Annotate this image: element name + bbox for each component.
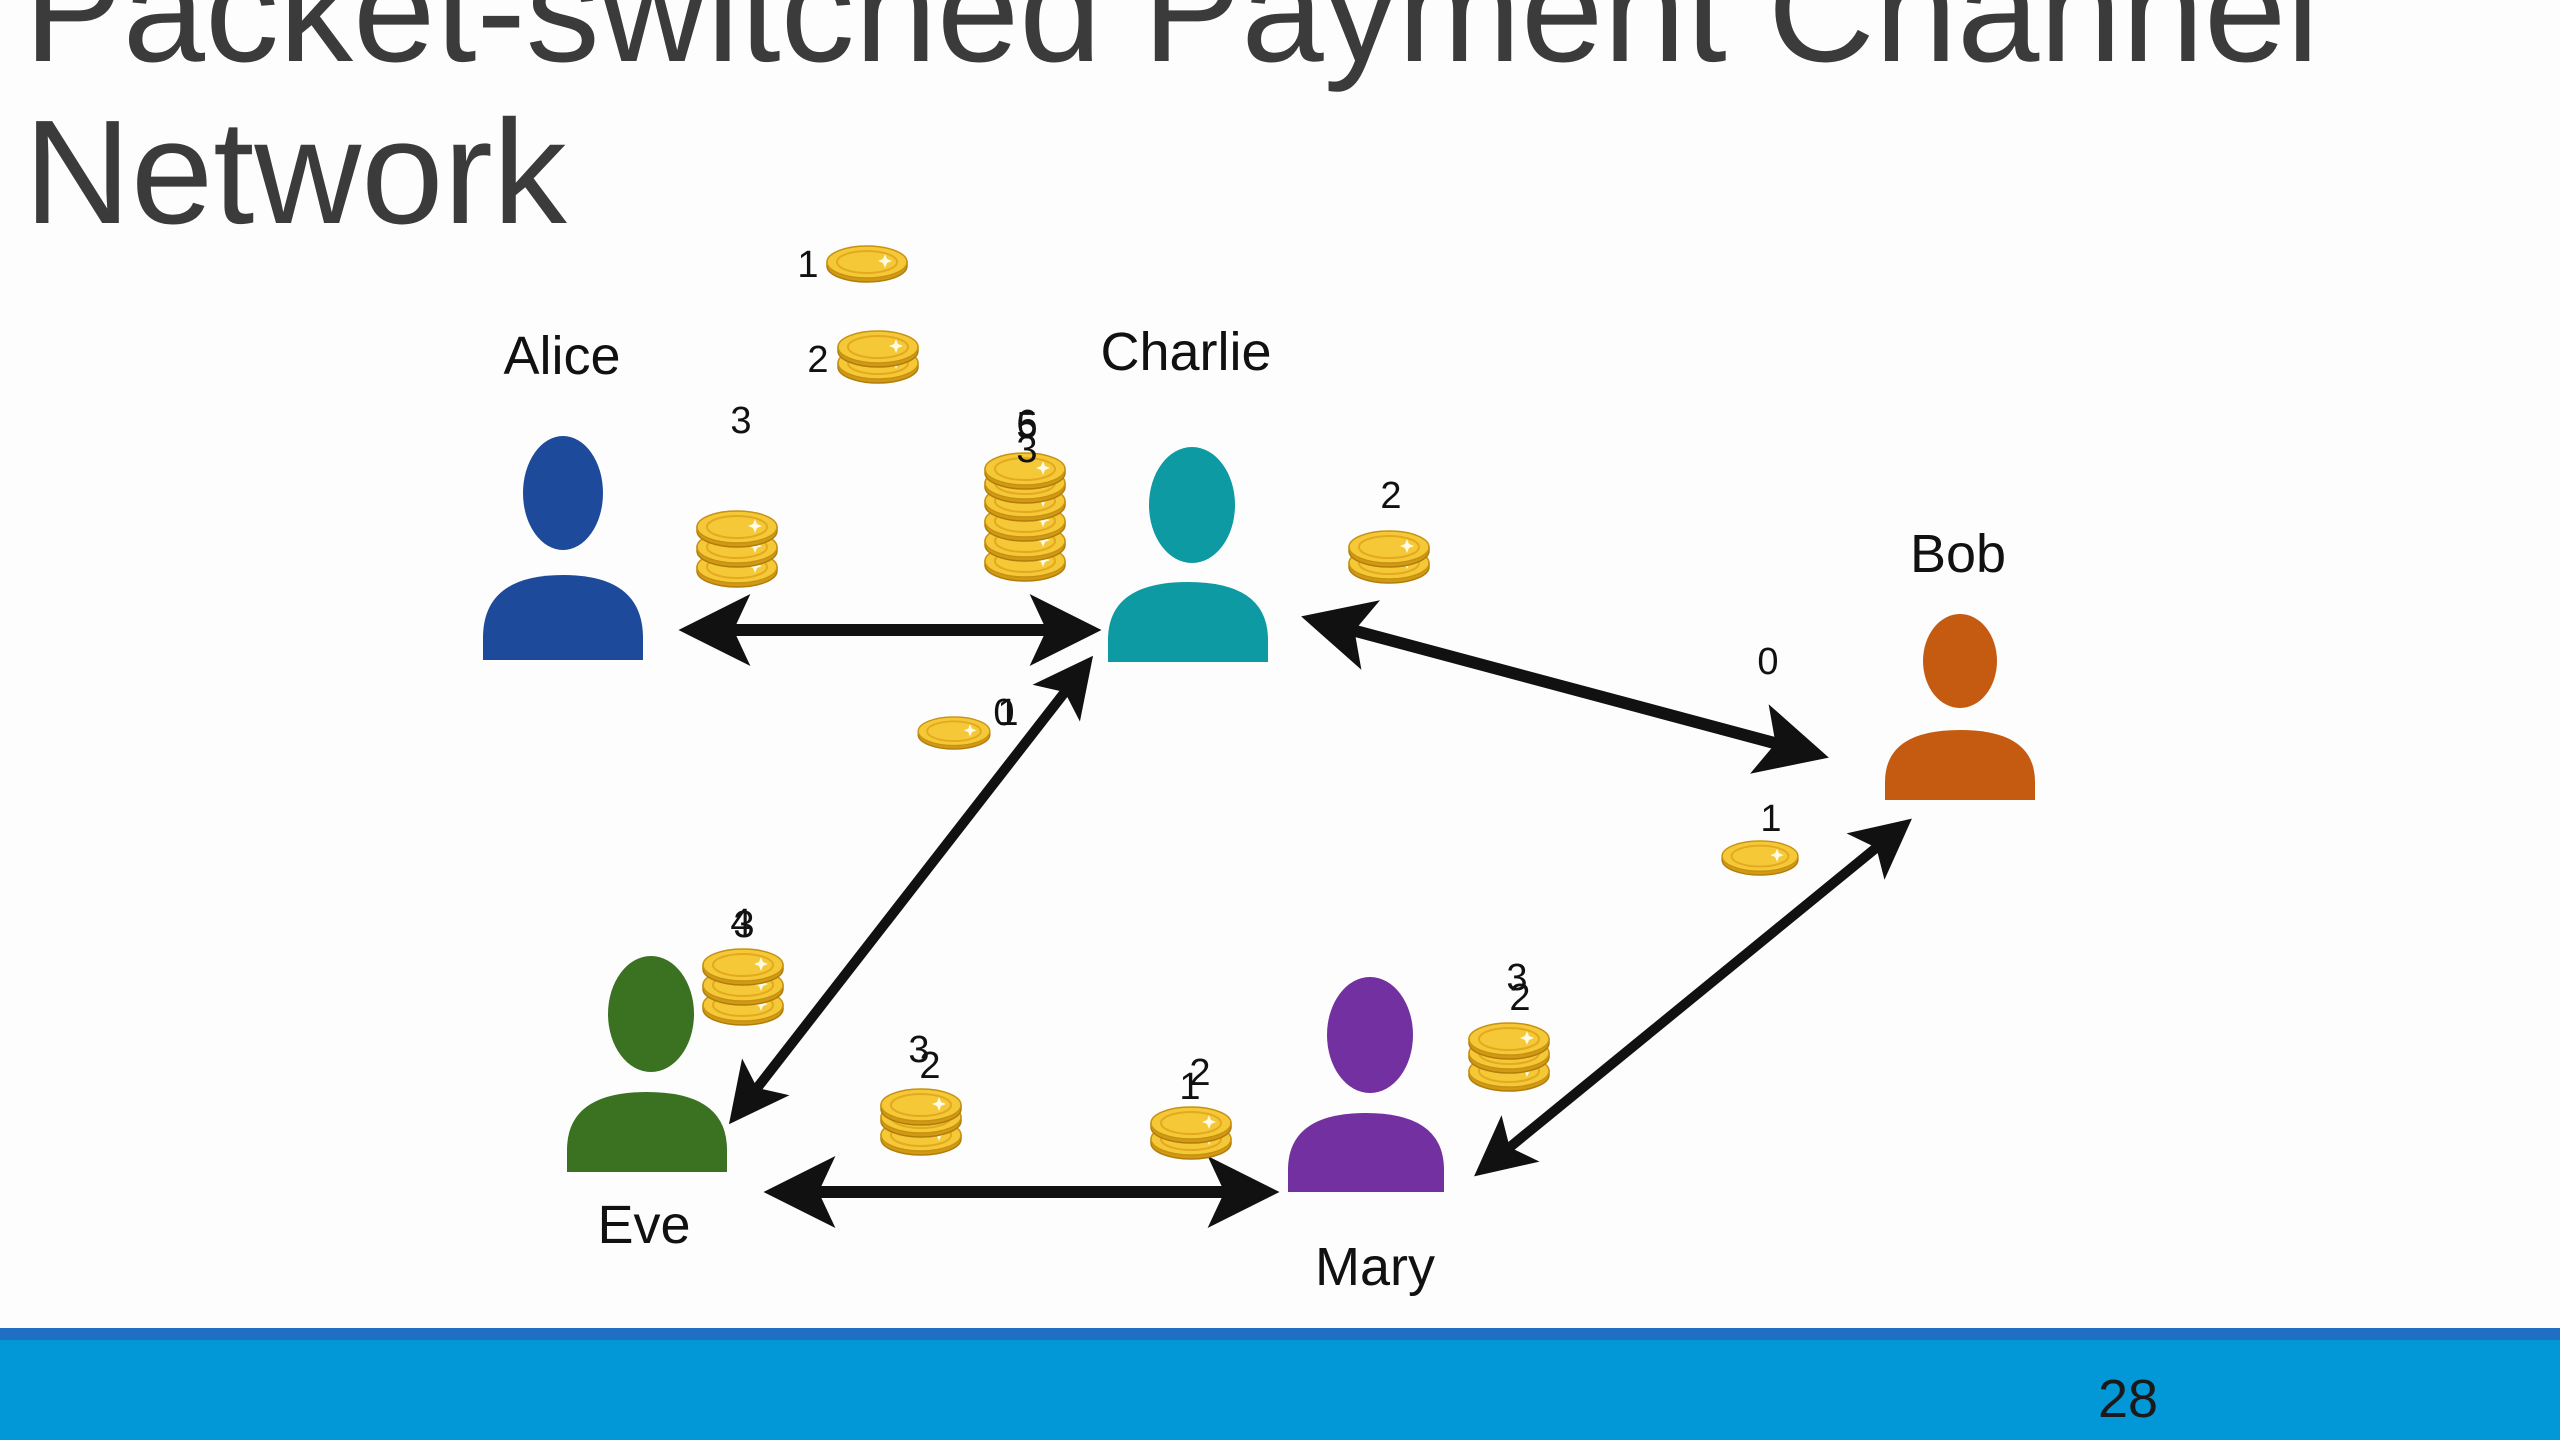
channel-eve-charlie (728, 655, 1094, 1125)
node-label-bob: Bob (1910, 524, 2006, 584)
channel-mary-bob (1474, 818, 1912, 1177)
page-number: 28 (2098, 1369, 2159, 1429)
person-icon (483, 436, 643, 660)
coin-stack-bob-mary-side (1721, 839, 1799, 877)
label-mary-bob-side-b: 2 (1509, 977, 1530, 1019)
person-icon (1885, 614, 2035, 800)
label-eve-charlie-side-a: 4 (730, 902, 751, 944)
coin-stack-eve-charlie-side (702, 948, 784, 1026)
footer-divider (0, 1328, 2560, 1340)
node-charlie: Charlie (1100, 322, 1272, 662)
label-charlie-alice-side-c: 3 (1016, 429, 1037, 471)
payment-network-diagram: Alice Charlie Bob Eve Mary (483, 244, 2035, 1297)
label-charlie-alice-side-b: 5 (1016, 405, 1037, 447)
coin-labels: 1 2 3 3 5 6 2 0 1 0 3 4 3 2 2 1 3 2 1 (730, 244, 1781, 1108)
node-mary: Mary (1288, 977, 1444, 1297)
label-charlie-bob-side: 2 (1380, 475, 1401, 517)
label-charlie-eve-side-a: 0 (993, 692, 1014, 734)
coin-packet-1 (826, 245, 908, 283)
slide-title: Packet-switched Payment Channel Network (24, 0, 2319, 254)
slide-footer (0, 1340, 2560, 1440)
label-eve-mary-side-b: 2 (919, 1045, 940, 1087)
channels (678, 594, 1912, 1228)
coin-stack-mary-bob-side (1468, 1022, 1550, 1092)
node-bob: Bob (1885, 524, 2035, 800)
coin-packet-2 (837, 330, 919, 384)
coin-stack-alice (696, 510, 778, 588)
coin-stack-eve-mary-side (880, 1088, 962, 1156)
coin-stack-charlie-bob-side (1348, 530, 1430, 584)
person-icon (1108, 447, 1268, 662)
slide-title-line2: Network (24, 90, 567, 255)
label-bob-charlie-side: 0 (1757, 641, 1778, 683)
label-packet-1: 1 (797, 244, 818, 286)
node-eve: Eve (567, 956, 727, 1255)
channel-charlie-bob (1301, 600, 1829, 774)
person-icon (567, 956, 727, 1172)
label-alice-side: 3 (730, 400, 751, 442)
label-packet-2: 2 (807, 339, 828, 381)
label-mary-eve-side-a: 2 (1189, 1052, 1210, 1094)
label-eve-charlie-side-b: 3 (733, 904, 754, 946)
node-label-charlie: Charlie (1100, 322, 1271, 382)
node-label-alice: Alice (503, 326, 620, 386)
coin-stack-charlie-eve-side (917, 715, 991, 751)
label-charlie-eve-side-b: 1 (997, 692, 1018, 734)
label-mary-bob-side-a: 3 (1506, 957, 1527, 999)
coin-stack-mary-eve-side (1150, 1106, 1232, 1160)
label-bob-mary-side: 1 (1760, 798, 1781, 840)
coin-stack-charlie-alice-side (984, 452, 1066, 582)
node-label-eve: Eve (597, 1195, 690, 1255)
label-mary-eve-side-b: 1 (1179, 1066, 1200, 1108)
node-alice: Alice (483, 326, 643, 660)
person-icon (1288, 977, 1444, 1192)
label-charlie-alice-side-a: 6 (1016, 403, 1037, 445)
node-label-mary: Mary (1315, 1237, 1435, 1297)
label-eve-mary-side-a: 3 (908, 1029, 929, 1071)
slide-title-line1: Packet-switched Payment Channel (24, 0, 2320, 93)
